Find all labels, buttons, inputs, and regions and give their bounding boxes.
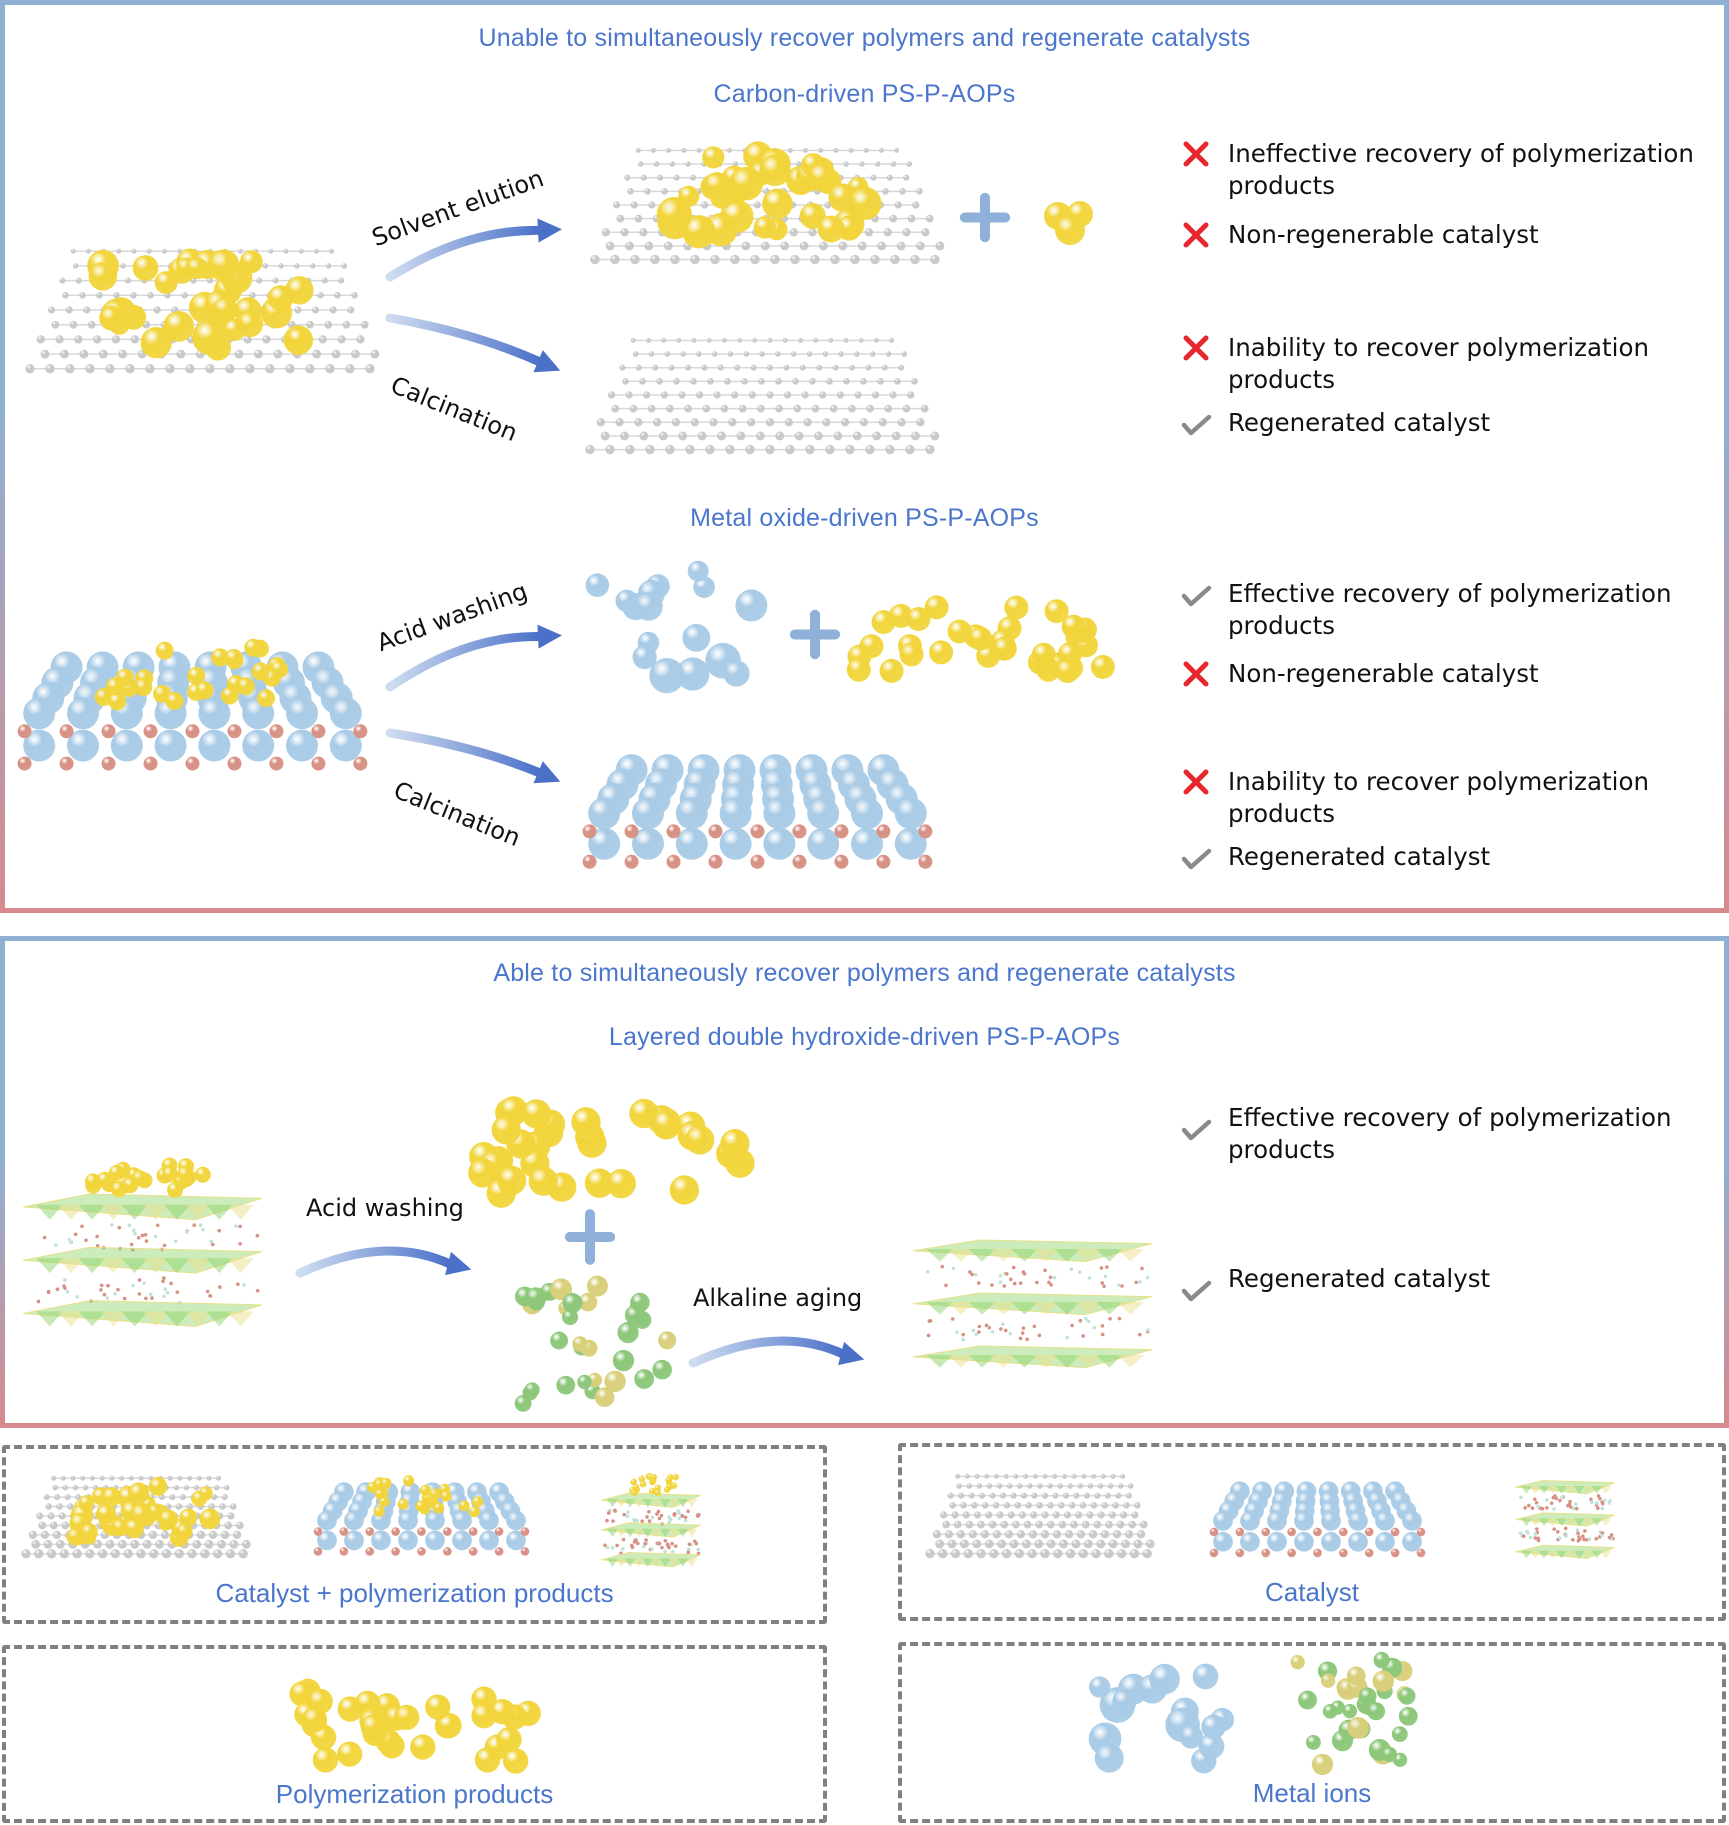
ldh-subtitle: Layered double hydroxide-driven PS-P-AOP… <box>608 1023 1121 1051</box>
legend-oxide-catalyst <box>1209 1481 1426 1558</box>
outcome-ldh-2: Regenerated catalyst <box>1180 1263 1720 1302</box>
legend-metal-ions: Metal ions <box>898 1642 1726 1823</box>
outcome-oxide-top-2: Non-regenerable catalyst <box>1180 658 1720 690</box>
metal-oxide-subtitle: Metal oxide-driven PS-P-AOPs <box>690 504 1039 532</box>
panel-unable: Unable to simultaneously recover polymer… <box>0 0 1729 913</box>
arrow-calcination-carbon <box>385 313 561 373</box>
legend-carbon-catalyst <box>925 1473 1155 1559</box>
carbon-catalyst-regenerated <box>585 337 940 455</box>
outcome-carbon-top-1: Ineffective recovery of polymerization p… <box>1180 138 1720 202</box>
cross-icon <box>1183 661 1209 687</box>
label-acid-washing-ldh: Acid washing <box>306 1194 464 1222</box>
plus-icon <box>789 609 841 660</box>
outcome-carbon-bottom-1: Inability to recover polymerization prod… <box>1180 332 1680 396</box>
check-icon <box>1181 585 1212 607</box>
panel-able-title: Able to simultaneously recover polymers … <box>493 959 1236 987</box>
check-icon <box>1181 848 1212 870</box>
carbon-catalyst-with-polymer <box>25 248 380 374</box>
arrow-calcination-oxide <box>385 728 561 784</box>
arrow-acid-washing-oxide <box>385 624 562 692</box>
plus-icon <box>959 192 1011 243</box>
legend-polymerization-products: Polymerization products <box>2 1645 827 1823</box>
outcome-oxide-top-1: Effective recovery of polymerization pro… <box>1180 578 1720 642</box>
legend-title-catalyst: Catalyst <box>1265 1577 1359 1607</box>
metal-ions-ldh <box>514 1275 677 1412</box>
metal-oxide-catalyst-with-polymer <box>17 638 368 771</box>
panel-able-frame <box>0 936 1729 1428</box>
ldh-catalyst-regenerated <box>913 1239 1152 1369</box>
outcome-oxide-bottom-2: Regenerated catalyst <box>1180 841 1720 873</box>
released-polymer-cluster <box>846 595 1115 683</box>
legend-title-polymerization-products: Polymerization products <box>275 1779 554 1809</box>
arrow-solvent-elution <box>385 218 562 282</box>
legend-oxide-with-polymer <box>313 1475 530 1556</box>
outcome-ldh-1: Effective recovery of polymerization pro… <box>1180 1102 1720 1166</box>
panel-unable-title: Unable to simultaneously recover polymer… <box>478 24 1251 52</box>
released-polymer-ldh <box>468 1096 755 1208</box>
plus-icon <box>564 1209 616 1265</box>
check-icon <box>1181 1280 1212 1302</box>
legend-polymer-cluster <box>289 1678 541 1774</box>
metal-oxide-catalyst-regenerated <box>582 754 933 869</box>
cross-icon <box>1183 769 1209 795</box>
panel-able: Able to simultaneously recover polymers … <box>0 936 1729 1428</box>
ldh-catalyst-with-polymer <box>23 1157 262 1327</box>
legend-metal-ions-blue <box>1088 1663 1235 1774</box>
released-polymer-small <box>1044 201 1093 245</box>
metal-ions-blue <box>585 560 768 694</box>
legend-catalyst-plus-products: Catalyst + polymerization products <box>2 1445 827 1624</box>
legend-catalyst: Catalyst <box>898 1443 1726 1621</box>
cross-icon <box>1183 141 1209 167</box>
outcome-carbon-bottom-2: Regenerated catalyst <box>1180 407 1720 439</box>
outcome-carbon-top-2: Non-regenerable catalyst <box>1180 219 1720 251</box>
legend-title-catalyst-plus-products: Catalyst + polymerization products <box>215 1578 614 1608</box>
arrow-acid-washing-ldh <box>295 1246 472 1278</box>
legend-ldh-catalyst <box>1515 1479 1615 1559</box>
arrow-alkaline-aging <box>688 1336 865 1368</box>
check-icon <box>1181 1119 1212 1141</box>
label-alkaline-aging: Alkaline aging <box>693 1284 863 1312</box>
legend-title-metal-ions: Metal ions <box>1252 1778 1372 1808</box>
legend-carbon-with-polymer <box>21 1475 251 1559</box>
carbon-catalyst-retained-polymer <box>590 141 945 265</box>
outcome-oxide-bottom-1: Inability to recover polymerization prod… <box>1180 766 1680 830</box>
check-icon <box>1181 414 1212 436</box>
legend-ldh-with-polymer <box>601 1473 701 1568</box>
cross-icon <box>1183 335 1209 361</box>
cross-icon <box>1183 222 1209 248</box>
legend-metal-ions-ldh <box>1290 1651 1418 1776</box>
carbon-subtitle: Carbon-driven PS-P-AOPs <box>713 80 1016 108</box>
